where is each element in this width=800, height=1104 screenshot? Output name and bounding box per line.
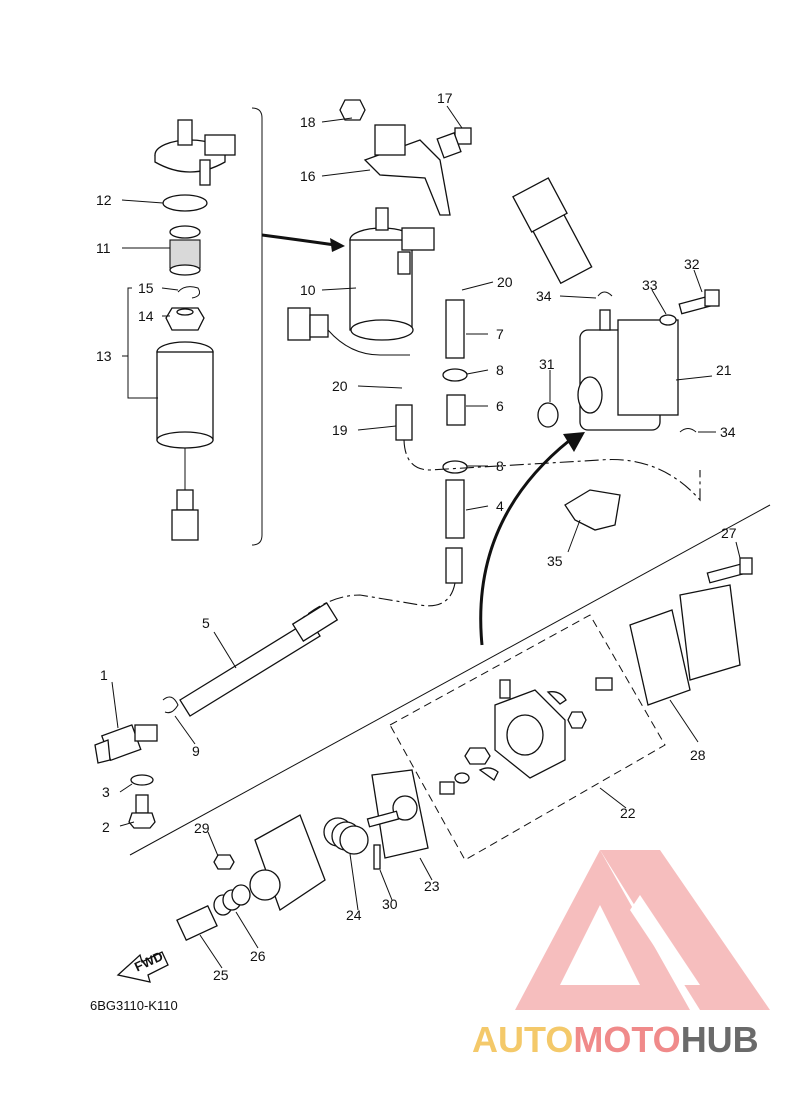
clamp-8a — [442, 368, 468, 382]
bolt-17 — [436, 127, 472, 159]
callout-11: 11 — [96, 240, 111, 256]
fuel-filter-assembly-10 — [349, 207, 435, 341]
plunger-25 — [176, 904, 218, 942]
divider-line — [129, 504, 771, 856]
watermark-part-moto: MOTO — [573, 1019, 681, 1060]
washer-33 — [659, 314, 677, 326]
hose-4-end — [445, 547, 463, 584]
callout-29: 29 — [194, 820, 210, 836]
callout-17: 17 — [437, 90, 453, 106]
clip-9 — [162, 696, 179, 714]
big-arrow — [479, 438, 571, 646]
hose-7 — [445, 299, 465, 359]
fuel-joint-1 — [94, 724, 158, 764]
nut-18 — [339, 99, 366, 121]
holder-35 — [564, 489, 621, 531]
clip-34a — [597, 291, 613, 297]
callout-24: 24 — [346, 907, 362, 923]
callout-21: 21 — [716, 362, 732, 378]
o-ring-12 — [162, 194, 208, 212]
routing-line-2 — [299, 582, 456, 621]
watermark-logo — [515, 850, 770, 1010]
callout-31: 31 — [539, 356, 555, 372]
callout-35: 35 — [547, 553, 563, 569]
hose-19 — [395, 404, 413, 441]
nut-14 — [165, 307, 205, 331]
bolt-2 — [128, 794, 156, 829]
diagram-code: 6BG3110-K110 — [90, 998, 178, 1013]
callout-7: 7 — [496, 326, 504, 342]
callout-9: 9 — [192, 743, 200, 759]
spring-24 — [323, 817, 369, 855]
watermark-text: AUTOMOTOHUB — [472, 1020, 759, 1060]
clamp-8b — [442, 460, 468, 474]
routing-line — [403, 439, 701, 502]
watermark-part-hub: HUB — [680, 1019, 759, 1060]
pin-30 — [373, 844, 381, 870]
callout-22: 22 — [620, 805, 636, 821]
cover-27 — [679, 584, 741, 681]
callout-16: 16 — [300, 168, 316, 184]
callout-8a: 8 — [496, 362, 504, 378]
filter-bowl-13 — [156, 341, 214, 541]
bracket-16 — [363, 124, 451, 216]
joint-6 — [446, 394, 466, 426]
filter-cap-detail — [154, 119, 236, 186]
callout-34b: 34 — [720, 424, 736, 440]
bolt-32 — [678, 289, 720, 315]
callout-6: 6 — [496, 398, 504, 414]
callout-20a: 20 — [497, 274, 513, 290]
callout-30: 30 — [382, 896, 398, 912]
callout-2: 2 — [102, 819, 110, 835]
callout-25: 25 — [213, 967, 229, 983]
watermark-part-auto: AUTO — [472, 1019, 574, 1060]
callout-labels: 12 11 15 14 13 18 16 17 10 20 7 8 6 8 4 … — [96, 90, 737, 983]
washer-3 — [130, 774, 154, 786]
callout-18: 18 — [300, 114, 316, 130]
detail-arrow — [261, 233, 336, 247]
fuel-pump-21 — [577, 309, 679, 431]
o-ring-31 — [537, 402, 559, 428]
callout-5: 5 — [202, 615, 210, 631]
pump-group-frame — [389, 614, 666, 861]
callout-12: 12 — [96, 192, 112, 208]
pump-body — [494, 679, 566, 779]
detail-bracket — [251, 107, 263, 546]
fwd-arrow-icon: FWD — [116, 948, 169, 983]
diaphragm-23 — [366, 769, 429, 859]
hose-upper — [512, 177, 593, 285]
callout-13: 13 — [96, 348, 112, 364]
pump-small-parts — [439, 677, 613, 795]
clip-15 — [177, 286, 200, 299]
callout-27: 27 — [721, 525, 737, 541]
callout-14: 14 — [138, 308, 154, 324]
callout-19: 19 — [332, 422, 348, 438]
callout-15: 15 — [138, 280, 154, 296]
filter-element-11 — [169, 225, 201, 276]
callout-20b: 20 — [332, 378, 348, 394]
callout-33: 33 — [642, 277, 658, 293]
callout-10: 10 — [300, 282, 316, 298]
callout-32: 32 — [684, 256, 700, 272]
pump-housing — [249, 814, 326, 912]
spring-26 — [213, 884, 251, 916]
callout-26: 26 — [250, 948, 266, 964]
callout-23: 23 — [424, 878, 440, 894]
callout-1: 1 — [100, 667, 108, 683]
callout-4: 4 — [496, 498, 504, 514]
callout-3: 3 — [102, 784, 110, 800]
leader-lines — [111, 105, 741, 969]
bolt-27 — [706, 557, 753, 584]
sensor-connector — [287, 307, 410, 356]
callout-28: 28 — [690, 747, 706, 763]
hose-5 — [179, 602, 339, 717]
gasket-28 — [629, 609, 691, 706]
clip-34b — [679, 428, 697, 433]
hose-4 — [445, 479, 465, 539]
nut-29 — [213, 854, 235, 870]
callout-8b: 8 — [496, 458, 504, 474]
callout-34a: 34 — [536, 288, 552, 304]
